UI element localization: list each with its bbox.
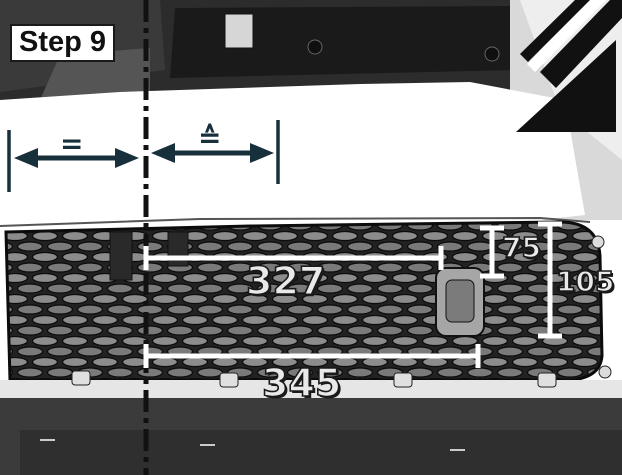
upper-bracket [170, 6, 515, 78]
dimension-75-label: 75 [501, 231, 542, 264]
screw [484, 46, 500, 62]
step-label: Step 9 [10, 24, 116, 62]
right-distance-arrow [151, 120, 280, 184]
dimension-line-75 [480, 225, 504, 279]
left-distance-arrow [7, 130, 139, 192]
arrow-down-right-icon [516, 0, 622, 132]
bumper-cover [0, 82, 585, 228]
clip-part [224, 13, 254, 49]
dimension-105-label: 105 [555, 265, 615, 298]
dimension-line-105 [538, 221, 562, 339]
equal-right-symbol: ≙ [198, 121, 222, 154]
dimension-line-327 [143, 246, 444, 270]
dimension-327-label: 327 [245, 259, 326, 303]
honeycomb-grille [4, 220, 604, 382]
grille-clip [109, 231, 133, 281]
screw [307, 39, 323, 55]
dimension-345-label: 345 [261, 361, 342, 405]
equal-left-symbol: = [60, 127, 84, 160]
dimension-line-345 [143, 344, 481, 368]
grille-clip [167, 231, 189, 267]
